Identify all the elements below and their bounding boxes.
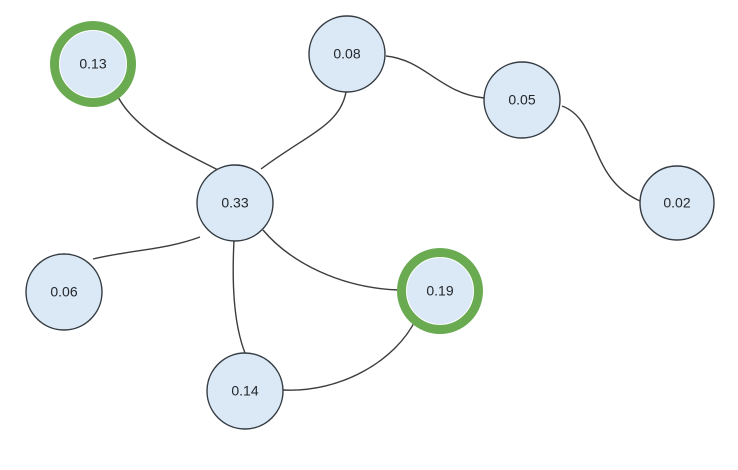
node-circle[interactable] — [206, 352, 284, 430]
node-circle[interactable] — [639, 165, 715, 241]
graph-edge-n033-n019 — [262, 229, 400, 291]
graph-edge-n014-n019 — [282, 318, 417, 391]
graph-node-n019[interactable]: 0.19 — [397, 248, 483, 334]
graph-edge-n033-n006 — [92, 236, 201, 260]
graph-edge-n033-n014 — [232, 239, 246, 354]
graph-node-n014[interactable]: 0.14 — [206, 352, 284, 430]
highlight-ring — [50, 21, 136, 107]
node-circle[interactable] — [60, 31, 126, 97]
graph-edge-n013-n033 — [116, 94, 221, 172]
graph-edge-n008-n005 — [385, 55, 485, 99]
graph-edge-n008-n033 — [260, 91, 347, 170]
node-circle[interactable] — [196, 164, 274, 242]
graph-edge-n005-n002 — [561, 105, 641, 202]
graph-node-n033[interactable]: 0.33 — [196, 164, 274, 242]
node-circle[interactable] — [25, 253, 103, 331]
graph-node-n006[interactable]: 0.06 — [25, 253, 103, 331]
graph-node-n005[interactable]: 0.05 — [483, 61, 561, 139]
graph-node-n002[interactable]: 0.02 — [639, 165, 715, 241]
highlight-ring — [397, 248, 483, 334]
node-circle[interactable] — [407, 258, 473, 324]
graph-node-n008[interactable]: 0.08 — [308, 15, 386, 93]
node-circle[interactable] — [308, 15, 386, 93]
node-circle[interactable] — [483, 61, 561, 139]
graph-node-n013[interactable]: 0.13 — [50, 21, 136, 107]
